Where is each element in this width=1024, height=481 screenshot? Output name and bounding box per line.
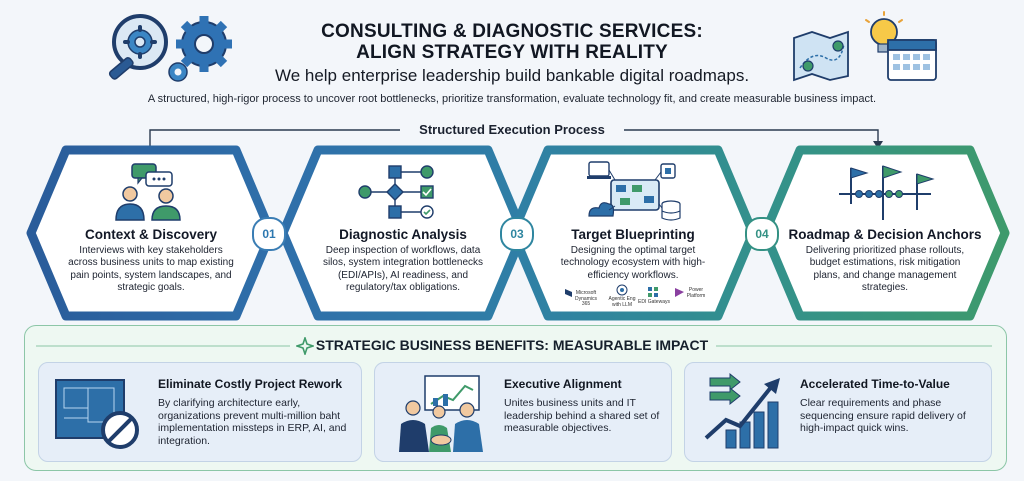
step-text-diagnostic-analysis: Deep inspection of workflows, data silos… bbox=[322, 245, 484, 293]
step-number-03: 03 bbox=[500, 217, 534, 251]
process-label: Structured Execution Process bbox=[400, 122, 624, 137]
benefit-title-alignment: Executive Alignment bbox=[504, 377, 622, 391]
step-number-01: 01 bbox=[252, 217, 286, 251]
agentic-llm-logo-icon bbox=[616, 284, 628, 296]
step-text-target-blueprinting: Designing the optimal target technology … bbox=[560, 245, 706, 281]
benefits-divider-lines bbox=[36, 345, 992, 347]
step-text-context-discovery: Interviews with key stakeholders across … bbox=[68, 245, 234, 293]
step-title-context-discovery: Context & Discovery bbox=[84, 227, 218, 242]
step-number-04: 04 bbox=[745, 217, 779, 251]
tech-logo-label-agentic: Agentic Eng with LLM bbox=[608, 296, 636, 308]
magnifier-gears-icon bbox=[108, 14, 232, 82]
stakeholders-chat-icon bbox=[115, 163, 181, 221]
benefits-title: STRATEGIC BUSINESS BENEFITS: MEASURABLE … bbox=[315, 337, 709, 353]
page-title-line2: ALIGN STRATEGY WITH REALITY bbox=[356, 42, 668, 63]
step-title-target-blueprinting: Target Blueprinting bbox=[571, 227, 695, 242]
blueprint-prohibited-icon bbox=[55, 379, 139, 449]
tech-ecosystem-icon bbox=[587, 161, 681, 221]
tech-logo-label-edi: EDI Gateways bbox=[638, 299, 670, 305]
benefit-text-time-to-value: Clear requirements and phase sequencing … bbox=[800, 397, 966, 434]
tech-logo-label-dynamics: Microsoft Dynamics 365 bbox=[575, 290, 597, 307]
sparkle-icon bbox=[296, 337, 314, 355]
step-title-diagnostic-analysis: Diagnostic Analysis bbox=[339, 227, 467, 242]
benefit-title-rework: Eliminate Costly Project Rework bbox=[158, 377, 343, 391]
step-title-roadmap: Roadmap & Decision Anchors bbox=[788, 227, 982, 242]
tech-logo-label-power: Power Platform bbox=[686, 287, 706, 299]
page-title-line1: CONSULTING & DIAGNOSTIC SERVICES: bbox=[321, 21, 703, 42]
map-lightbulb-calendar-icon bbox=[793, 11, 937, 82]
microsoft-dynamics-logo-icon bbox=[565, 289, 572, 297]
edi-gateways-logo-icon bbox=[648, 287, 658, 297]
page-subtitle: We help enterprise leadership build bank… bbox=[274, 66, 750, 85]
roadmap-flags-icon bbox=[839, 165, 935, 220]
benefit-title-time-to-value: Accelerated Time-to-Value bbox=[800, 377, 950, 391]
benefit-text-alignment: Unites business units and IT leadership … bbox=[504, 397, 660, 434]
workflow-diagram-icon bbox=[358, 165, 434, 219]
benefit-text-rework: By clarifying architecture early, organi… bbox=[158, 397, 347, 447]
step-text-roadmap: Delivering prioritized phase rollouts, b… bbox=[805, 245, 965, 293]
executive-handshake-icon bbox=[399, 375, 483, 452]
page-description: A structured, high-rigor process to unco… bbox=[147, 93, 877, 105]
hex-step-1 bbox=[26, 145, 276, 321]
power-platform-logo-icon bbox=[675, 288, 684, 297]
growth-chart-arrows-icon bbox=[704, 372, 780, 449]
